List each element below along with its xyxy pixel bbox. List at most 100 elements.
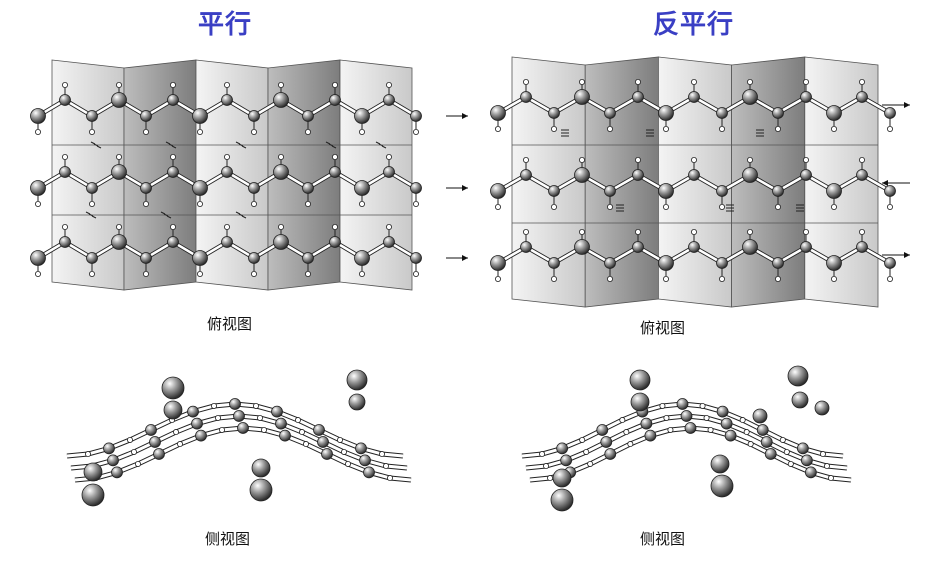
hydrogen-atom [802, 157, 809, 164]
backbone-atom [383, 94, 395, 106]
h-bond [166, 215, 172, 219]
hydrogen-atom [494, 203, 501, 210]
hydrogen-atom [304, 270, 311, 277]
hydrogen-atom [142, 129, 149, 136]
hydrogen-atom [619, 417, 626, 424]
carbon-atom [273, 164, 289, 180]
sheet-pleat [339, 59, 413, 291]
strand-arrow-3-head [904, 252, 910, 258]
hydrogen-atom [830, 126, 837, 133]
hydrogen-atom [690, 79, 697, 86]
carbon-atom [354, 250, 370, 266]
parallel-side-diagram [66, 369, 412, 507]
carbon-atom [826, 105, 842, 121]
hydrogen-atom [634, 157, 641, 164]
side-chain-atom [550, 488, 574, 512]
hydrogen-atom [718, 203, 725, 210]
backbone-atom [383, 166, 395, 178]
backbone-atom [688, 169, 700, 181]
hydrogen-atom [412, 270, 419, 277]
backbone-atom [271, 405, 283, 418]
hydrogen-atom [662, 203, 669, 210]
side-chain-atom [348, 393, 366, 411]
hydrogen-atom [173, 429, 180, 436]
strand-arrow-2-head [882, 180, 888, 186]
backbone-atom [363, 466, 375, 479]
carbon-atom [826, 183, 842, 199]
backbone-atom [329, 94, 341, 106]
hydrogen-atom [606, 203, 613, 210]
hydrogen-atom [886, 275, 893, 282]
hydrogen-atom [579, 228, 586, 235]
hydrogen-atom [382, 463, 389, 470]
hydrogen-atom [131, 448, 138, 455]
hydrogen-atom [802, 228, 809, 235]
carbon-atom [742, 167, 758, 183]
hydrogen-atom [62, 82, 69, 89]
hydrogen-atom [223, 82, 230, 89]
hydrogen-atom [783, 448, 790, 455]
hydrogen-atom [62, 223, 69, 230]
hydrogen-atom [747, 441, 754, 448]
hydrogen-atom [250, 200, 257, 207]
backbone-atom [800, 91, 812, 103]
hydrogen-atom [304, 200, 311, 207]
backbone-atom [680, 410, 693, 422]
hydrogen-atom [774, 126, 781, 133]
parallel-title: 平行 [198, 10, 253, 40]
hydrogen-atom [277, 154, 284, 161]
side-chain-atom [787, 365, 809, 387]
hydrogen-atom [743, 429, 750, 436]
carbon-atom [574, 89, 590, 105]
backbone-atom [856, 169, 868, 181]
h-bond [241, 145, 247, 149]
backbone-atom [329, 236, 341, 248]
carbon-atom [192, 108, 208, 124]
backbone-atom [279, 429, 291, 442]
carbon-atom [354, 108, 370, 124]
side-chain-atom [791, 391, 809, 409]
backbone-atom [149, 436, 161, 448]
backbone-atom [195, 429, 207, 442]
backbone-atom [111, 466, 123, 479]
hydrogen-atom [523, 228, 530, 235]
hydrogen-atom [256, 414, 263, 421]
hydrogen-atom [551, 126, 558, 133]
hydrogen-atom [690, 228, 697, 235]
hydrogen-atom [386, 475, 393, 482]
hydrogen-atom [169, 223, 176, 230]
backbone-atom [248, 182, 260, 194]
hydrogen-atom [774, 275, 781, 282]
carbon-atom [30, 180, 46, 196]
hydrogen-atom [196, 270, 203, 277]
carbon-atom [30, 250, 46, 266]
backbone-atom [560, 454, 573, 467]
side-chain-atom [814, 400, 830, 416]
hydrogen-atom [196, 129, 203, 136]
backbone-atom [716, 257, 728, 269]
hydrogen-atom [819, 451, 826, 458]
carbon-atom [574, 239, 590, 255]
hydrogen-atom [196, 200, 203, 207]
hydrogen-atom [294, 417, 301, 424]
carbon-atom [490, 255, 506, 271]
h-bond [241, 215, 247, 219]
antiparallel-side-caption: 侧视图 [640, 530, 686, 548]
antiparallel-top-diagram [490, 56, 910, 308]
backbone-atom [632, 169, 644, 181]
backbone-atom [884, 185, 896, 197]
hydrogen-atom [62, 154, 69, 161]
hydrogen-atom [135, 460, 142, 467]
parallel-top-view [0, 50, 470, 300]
hydrogen-atom [774, 203, 781, 210]
carbon-atom [273, 234, 289, 250]
backbone-atom [59, 236, 71, 248]
hydrogen-atom [385, 82, 392, 89]
hydrogen-atom [579, 79, 586, 86]
backbone-atom [302, 110, 314, 122]
parallel-top-caption: 俯视图 [207, 315, 253, 333]
backbone-atom [596, 424, 609, 436]
backbone-atom [684, 422, 697, 434]
hydrogen-atom [302, 441, 309, 448]
hydrogen-atom [667, 426, 674, 433]
